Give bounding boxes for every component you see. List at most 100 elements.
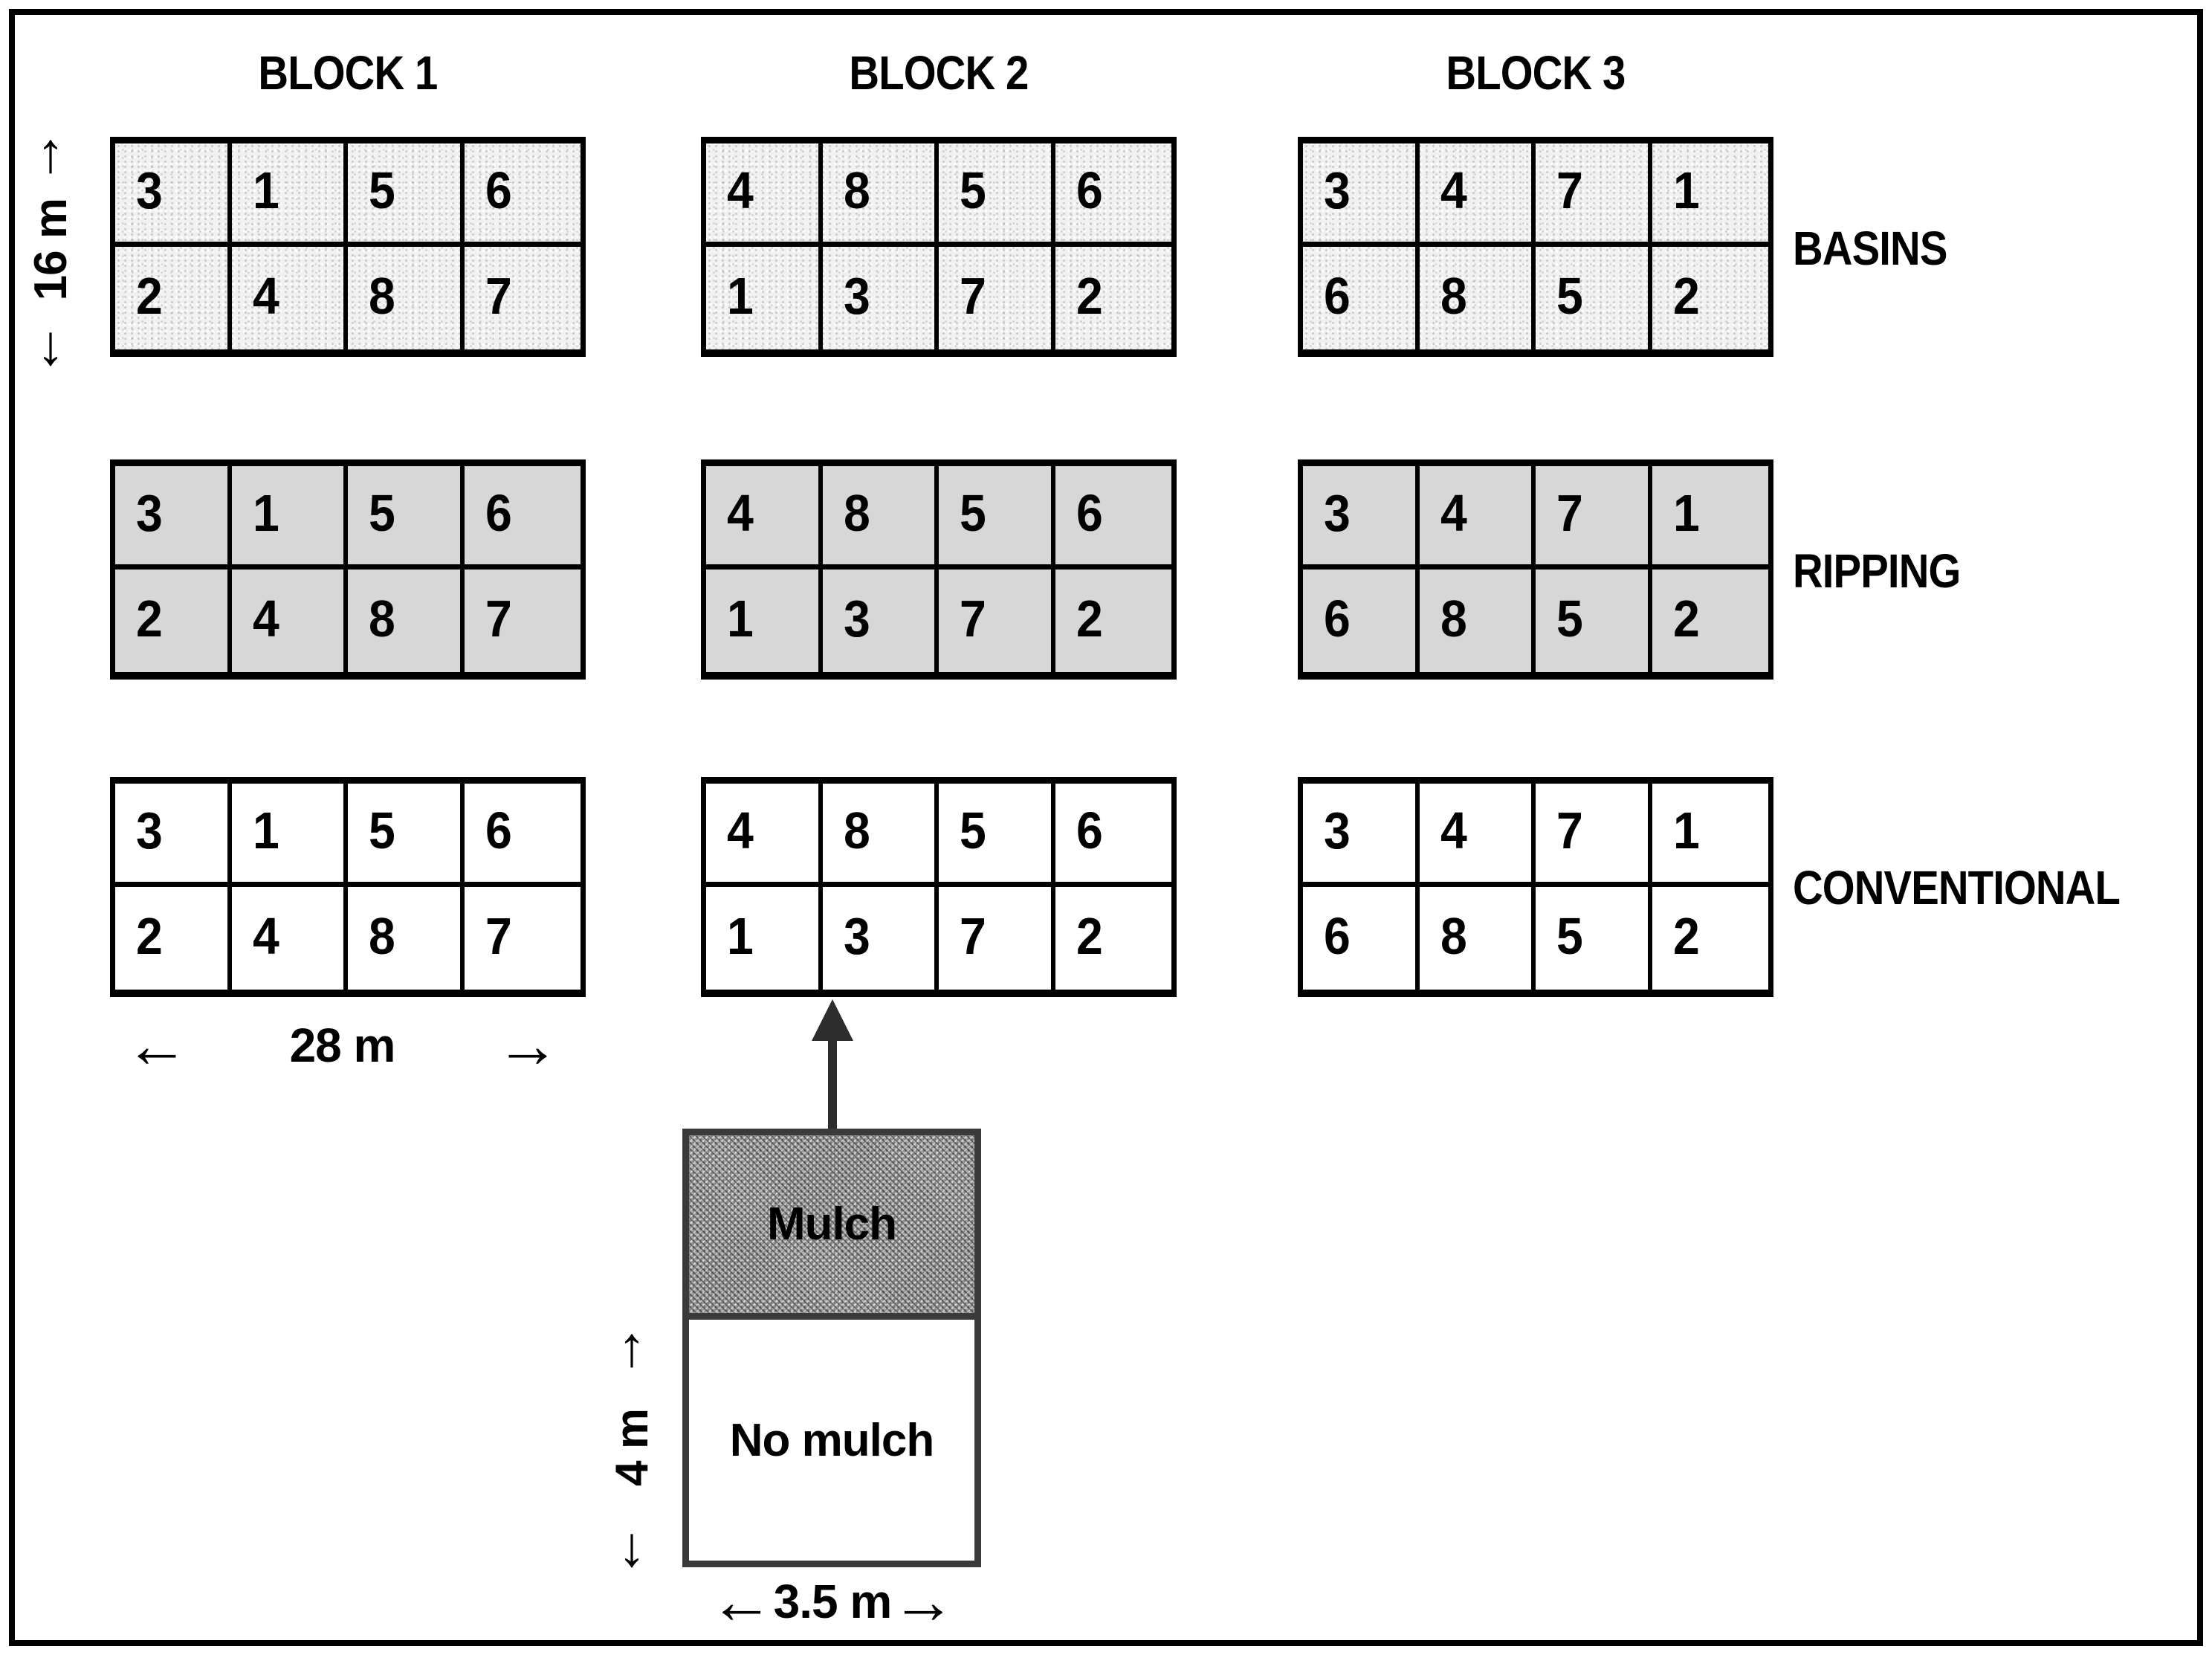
plot-cell: 4 [706, 784, 823, 887]
block2-title: BLOCK 2 [849, 46, 1029, 100]
plot-cell: 6 [1055, 466, 1171, 570]
plot-number: 7 [1556, 161, 1583, 219]
plot-number: 1 [252, 801, 279, 859]
plot-number: 2 [1672, 589, 1700, 648]
plot-cell: 8 [822, 784, 939, 887]
plot-number: 8 [369, 906, 395, 965]
plot-number: 2 [136, 589, 163, 648]
plot-cell: 5 [348, 143, 465, 247]
plot-cell: 5 [1536, 886, 1652, 990]
plot-cell: 7 [1536, 784, 1652, 887]
plot-number: 3 [136, 801, 163, 859]
plot-number: 8 [369, 266, 395, 325]
plot-cell: 4 [1419, 143, 1536, 247]
plot-number: 4 [1440, 161, 1467, 219]
plot-number: 7 [960, 906, 986, 965]
plot-number: 8 [843, 801, 870, 859]
plot-cell: 6 [1303, 569, 1420, 672]
plot-cell: 8 [348, 246, 465, 349]
plot-cell: 1 [706, 886, 823, 990]
plot-cell: 2 [1652, 570, 1769, 673]
plot-cell: 5 [1536, 569, 1652, 672]
plot-cell: 1 [1652, 143, 1768, 247]
plot-number: 1 [727, 906, 754, 965]
mulch-label: Mulch [766, 1198, 897, 1250]
plot-cell: 7 [939, 886, 1055, 990]
plot-cell: 1 [231, 143, 348, 247]
mulch-pointer-arrowhead-icon [812, 999, 853, 1041]
plot-number: 5 [960, 483, 986, 542]
no-mulch-label: No mulch [729, 1414, 934, 1466]
arrow-right-icon: → [496, 1010, 560, 1081]
plot-cell: 7 [465, 247, 581, 350]
plot-number: 7 [960, 589, 986, 648]
plot-cell: 6 [464, 143, 581, 247]
plot-number: 6 [485, 483, 512, 542]
plot-number: 2 [1076, 589, 1103, 648]
plot-number: 7 [1556, 483, 1583, 542]
plot-number: 8 [1440, 266, 1467, 325]
plot-number: 7 [960, 266, 986, 325]
plot-cell: 4 [1419, 466, 1536, 570]
plot-number: 1 [727, 589, 754, 648]
plot-number: 4 [727, 161, 754, 219]
mulch-pointer-arrow-stem [828, 1039, 837, 1138]
subplot-height-dimension: ↑ 4 m ↓ [595, 1319, 669, 1579]
plot-number: 3 [136, 161, 163, 219]
plot-cell: 5 [1536, 246, 1652, 349]
plot-cell: 7 [939, 246, 1055, 349]
block3-title: BLOCK 3 [1446, 46, 1626, 100]
plot-cell: 6 [1303, 886, 1420, 990]
plot-number: 5 [369, 483, 395, 542]
plot-height-dimension: ↑ 16 m ↓ [13, 125, 88, 374]
plot-number: 1 [252, 161, 279, 219]
plot-number: 8 [843, 483, 870, 542]
plot-cell: 8 [1420, 569, 1536, 672]
plot-cell: 7 [939, 569, 1055, 672]
arrow-left-icon: ← [125, 1010, 189, 1081]
plot-number: 5 [1556, 266, 1583, 325]
plot-number: 6 [1324, 589, 1351, 648]
plot-number: 4 [252, 589, 279, 648]
plot-cell: 2 [115, 886, 232, 990]
arrow-down-icon: ↓ [618, 1515, 646, 1579]
plot-cell: 7 [1536, 466, 1652, 570]
block-width-label: 28 m [289, 1019, 396, 1072]
plot-number: 6 [485, 161, 512, 219]
plot-number: 2 [1076, 266, 1103, 325]
plot-number: 7 [485, 589, 512, 648]
plot-number: 5 [1556, 589, 1583, 648]
plot-number: 2 [136, 906, 163, 965]
plot-number: 4 [252, 266, 279, 325]
plot-cell: 6 [1055, 143, 1171, 247]
plot-number: 3 [136, 483, 163, 542]
subplot-width-dimension: ← 3.5 m → [684, 1566, 981, 1637]
plot-cell: 5 [939, 143, 1055, 247]
plot-cell: 1 [706, 246, 823, 349]
plot-cell: 3 [115, 784, 232, 887]
plot-number: 5 [369, 161, 395, 219]
plot-cell: 1 [1652, 466, 1768, 570]
plot-number: 3 [1324, 801, 1351, 859]
plot-number: 6 [1076, 801, 1103, 859]
plot-number: 3 [843, 589, 870, 648]
plot-cell: 3 [823, 886, 939, 990]
plot-number: 4 [252, 906, 279, 965]
block-width-dimension: ← 28 m → [125, 1011, 560, 1080]
plot-cell: 4 [232, 246, 348, 349]
plot-number: 8 [843, 161, 870, 219]
plot-number: 4 [1440, 801, 1467, 859]
plot-cell: 1 [1652, 784, 1768, 887]
plot-cell: 3 [823, 569, 939, 672]
plot-number: 8 [1440, 589, 1467, 648]
plot-cell: 5 [348, 466, 465, 570]
plot-number: 6 [485, 801, 512, 859]
no-mulch-subplot: No mulch [689, 1320, 974, 1561]
plot-number: 1 [252, 483, 279, 542]
plot-cell: 7 [465, 570, 581, 673]
plot-number: 6 [1076, 161, 1103, 219]
